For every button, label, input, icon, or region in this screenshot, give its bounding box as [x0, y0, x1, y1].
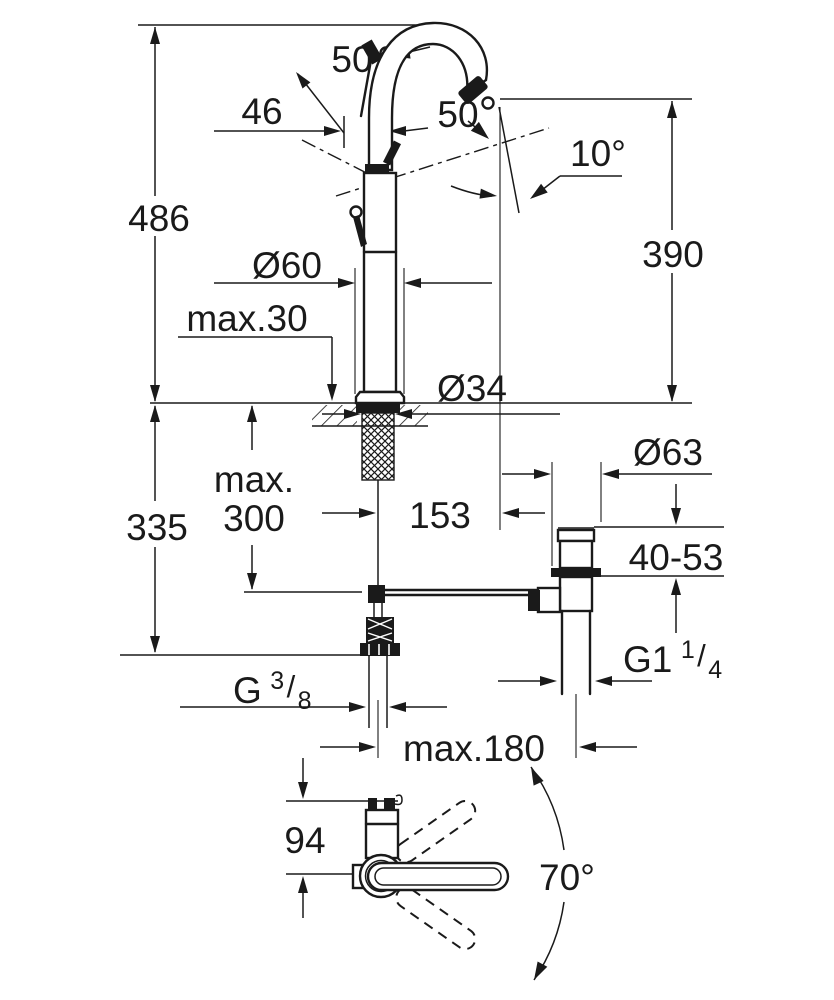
hose-connector	[360, 617, 400, 656]
dim-clamp-range-label: 40-53	[629, 537, 724, 578]
dim-hole-dia: Ø34	[322, 368, 560, 419]
dim-plan-depth-label: 94	[284, 820, 325, 861]
spout-outlet	[481, 96, 495, 110]
dim-swivel-range: 70°	[530, 766, 596, 981]
dim-clamp-range: 40-53	[594, 484, 724, 633]
dim-under-deck: 335	[126, 405, 188, 653]
spout-cap-rotated	[361, 39, 383, 65]
dim-drain-offset: max.180	[320, 728, 637, 769]
dim-total-height: 486	[128, 27, 190, 402]
dim-spout-tilt: 10°	[530, 133, 626, 199]
dim-drain-offset-label: max.180	[403, 728, 545, 769]
dim-hole-dia-label: Ø34	[437, 368, 507, 409]
lever-knob	[349, 205, 363, 219]
lever-plan	[366, 861, 510, 892]
spout	[367, 21, 489, 172]
dim-hose-length-label-2: 300	[223, 498, 285, 539]
column-joint-band	[365, 164, 389, 173]
dim-outlet-offset-label: 46	[241, 91, 282, 132]
dim-base-dia-label: Ø60	[252, 245, 322, 286]
spout-cap	[458, 76, 488, 104]
waste-plug	[556, 528, 596, 543]
dim-waste-thread-label: G1 1 / 4	[623, 636, 722, 684]
front-view: 486 335 390 50	[120, 21, 724, 769]
column-base	[354, 390, 406, 405]
dim-outlet-height-label: 390	[642, 234, 704, 275]
dim-total-height-label: 486	[128, 198, 190, 239]
swivel-arm-upper	[395, 799, 477, 864]
lever-arm	[353, 215, 367, 247]
dim-supply-thread: G 3 / 8	[180, 667, 447, 715]
dim-spout-tilt-label: 10°	[570, 133, 626, 174]
popup-waste	[528, 527, 601, 758]
waste-body	[558, 575, 594, 613]
waste-side-port	[536, 586, 562, 614]
waste-rod-knob	[528, 590, 540, 611]
lever-rotated	[382, 140, 402, 166]
dim-waste-flange-label: Ø63	[633, 432, 703, 473]
spout-base-plan	[364, 808, 400, 860]
dim-swivel-right: 50	[437, 94, 497, 199]
waste-neck	[558, 539, 594, 570]
dim-spout-reach-label: 153	[409, 495, 471, 536]
dim-supply-thread-label: G 3 / 8	[233, 667, 312, 715]
rod-coupling	[368, 585, 385, 603]
mount-flange	[356, 404, 400, 413]
faucet-body	[349, 21, 520, 530]
dim-spout-reach: 153	[322, 495, 545, 536]
threaded-shank	[361, 412, 395, 481]
dim-under-deck-label: 335	[126, 507, 188, 548]
dim-swivel-range-label: 70°	[539, 857, 595, 898]
dim-waste-flange: Ø63	[502, 432, 712, 566]
swivel-centerlines	[301, 127, 550, 197]
waste-flange	[551, 568, 601, 577]
faucet-plan	[351, 794, 510, 899]
dim-waste-thread: G1 1 / 4	[498, 636, 722, 686]
plan-view: 94 70°	[284, 758, 596, 981]
dim-hose-length: max. 300	[214, 405, 294, 590]
dim-swivel-right-label: 50	[437, 94, 478, 135]
dim-outlet-offset: 46	[214, 91, 429, 148]
dim-hose-length-label-1: max.	[214, 459, 294, 500]
dim-deck-thickness: max.30	[178, 298, 337, 401]
dim-base-dia: Ø60	[214, 245, 492, 394]
dim-plan-depth: 94	[284, 758, 398, 918]
dim-deck-thickness-label: max.30	[186, 298, 307, 339]
dim-outlet-height: 390	[642, 101, 704, 402]
column	[362, 171, 398, 394]
swivel-arm-lower	[395, 886, 477, 951]
tilt-line	[498, 106, 520, 214]
popup-and-hoses	[244, 480, 542, 758]
reference-lines	[120, 24, 692, 656]
